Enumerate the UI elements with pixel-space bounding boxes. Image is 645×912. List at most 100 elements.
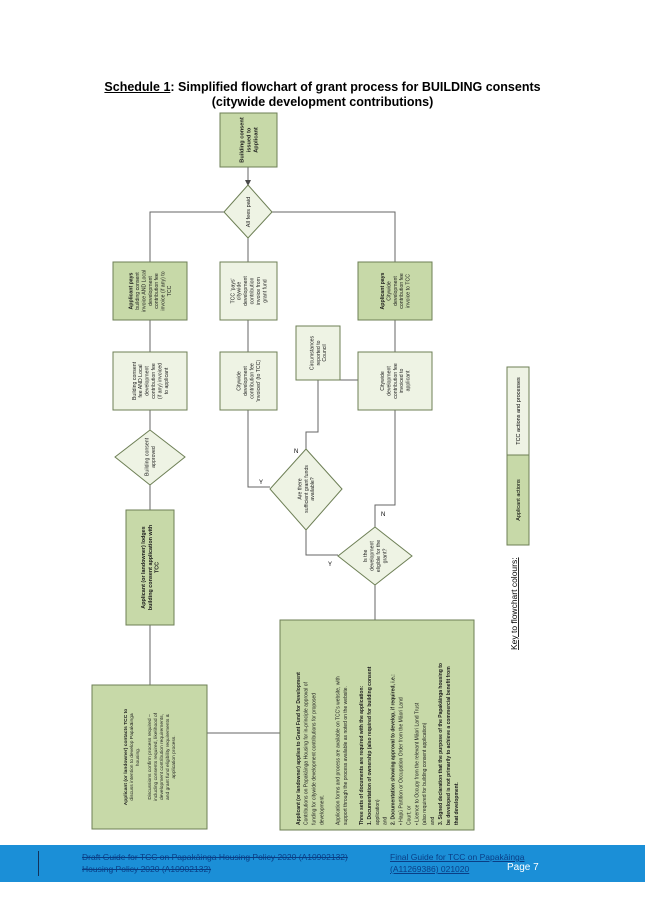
- colour-key: Key to flowchart colours: Applicant acti…: [506, 366, 530, 650]
- node-text-line: development: [243, 276, 249, 306]
- node-text-line: Court; or: [406, 805, 412, 825]
- node-text-line: TCC 'pays': [230, 278, 236, 303]
- node-text-line: applicant: [406, 370, 412, 391]
- node-text-line: to applicant: [164, 367, 170, 394]
- node-text-line: (if any) invoiced: [157, 363, 163, 399]
- node-text-line: Building consent: [240, 117, 246, 163]
- node-text-line: Applicant pays: [129, 272, 135, 309]
- node-text-line: contribution fee: [154, 273, 160, 309]
- node-text-line: fee AND Local: [138, 364, 144, 397]
- node-text-line: development.: [319, 795, 325, 825]
- footer-draft-title: Draft Guide for TCC on Papakāinga Housin…: [82, 852, 348, 862]
- page-number: Page 7: [507, 862, 539, 873]
- key-applicant-label: Applicant actions: [516, 479, 522, 521]
- node-text-line: invoice to TCC: [406, 274, 412, 308]
- node-text-line: development: [148, 276, 154, 306]
- node-text-line: discuss intention to develop Papakāinga: [129, 713, 135, 801]
- node-text-line: including consents required, likelihood …: [153, 712, 159, 801]
- connector-lines: [149, 167, 396, 734]
- node-text-line: Council: [322, 344, 328, 361]
- node-text-line: Citywide: [237, 371, 243, 391]
- decision-all-fees-paid: All fees paid: [223, 184, 273, 239]
- node-text-line: contribution fee: [250, 363, 256, 399]
- node-applicant-applies: Applicant (or landowner) applies to Gran…: [279, 619, 475, 831]
- node-text-line: Citywide: [380, 371, 386, 391]
- node-text-line: application process.: [171, 735, 177, 778]
- label-n-funds: N: [294, 449, 298, 455]
- node-text-line: Applicant pays: [380, 272, 386, 309]
- node-text-line: Building consent: [145, 437, 151, 476]
- node-text-line: available?: [310, 477, 316, 500]
- node-text-line: All fees paid: [246, 197, 252, 227]
- node-text-line: Applicant (or landowner) contacts TCC to: [123, 709, 129, 805]
- node-text-line: support through the process available as…: [343, 686, 349, 825]
- node-text-line: application): [375, 799, 381, 825]
- node-text-line: be developed is not primarily to achieve…: [446, 666, 452, 825]
- node-text-line: 2. Documentation showing approval to dev…: [391, 674, 397, 825]
- node-text-line: and: [383, 816, 389, 825]
- node-text-line: contribution fee: [399, 273, 405, 309]
- node-text-line: and grant fund eligibility requirements …: [165, 713, 171, 800]
- node-text-line: invoice (if any) to: [161, 271, 167, 310]
- label-n-eligible: N: [381, 512, 385, 518]
- node-text-line: Are there: [297, 478, 303, 499]
- key-title: Key to flowchart colours:: [509, 557, 519, 650]
- node-text-line: (also required for building consent appl…: [422, 722, 428, 825]
- key-tcc-label: TCC actions and processes: [516, 377, 522, 445]
- node-text-line: Application forms and process are availa…: [335, 676, 341, 825]
- label-y-funds: Y: [259, 480, 263, 486]
- node-text-line: Circumstances: [309, 335, 315, 370]
- node-applicant-contacts: Applicant (or landowner) contacts TCC to…: [91, 684, 208, 830]
- node-text-line: sufficient grant funds: [304, 465, 310, 513]
- node-text-line: building consent: [135, 272, 141, 310]
- node-text-line: citywide: [237, 282, 243, 301]
- node-text-line: eligible for the: [376, 540, 382, 572]
- node-text-line: development: [370, 541, 376, 571]
- node-text-line: grant fund: [262, 279, 268, 302]
- footer-final-title: Final Guide for TCC on Papakāinga: [390, 852, 525, 862]
- node-text-line: 1. Documentation of ownership (also requ…: [367, 666, 373, 825]
- node-text-line: development: [145, 366, 151, 396]
- node-text-line: • Hapū Partition or Occupation Order fro…: [398, 697, 404, 825]
- node-text-line: approved: [151, 446, 157, 468]
- node-text-line: contribution fee: [393, 363, 399, 399]
- node-text-line: • Licence to Occupy from the relevant Mā…: [414, 702, 420, 825]
- node-text-line: Citywide: [386, 281, 392, 301]
- node-text-line: Building consent: [132, 361, 138, 400]
- key-swatch-tcc: [506, 366, 530, 456]
- page-title: Schedule 1: Simplified flowchart of gran…: [0, 80, 645, 110]
- node-text-line: invoiced to: [399, 368, 405, 393]
- node-text-line: TCC: [167, 285, 173, 296]
- footer-final-ref: (A11269386) 021020: [390, 864, 470, 874]
- node-text-line: Three sets of documents are required wit…: [359, 685, 365, 825]
- label-y-eligible: Y: [328, 562, 332, 568]
- node-text-line: Applicant (or landowner) applies to Gran…: [296, 672, 302, 825]
- node-text-line: TCC: [155, 562, 161, 573]
- node-text-line: Applicant (or landowner) lodges: [141, 526, 147, 608]
- node-text-line: development: [393, 276, 399, 306]
- node-text-line: housing.: [135, 748, 141, 767]
- node-text-line: invoice from: [256, 277, 262, 305]
- node-text-line: funding for citywide development contrib…: [312, 693, 318, 825]
- node-text-line: Discussions confirm process required –: [147, 714, 153, 800]
- footer-draft-title-cont: Housing Policy 2020 (A10902132): [82, 864, 212, 874]
- node-text-line: reported to: [316, 340, 322, 365]
- node-text-line: grant?: [382, 549, 388, 564]
- node-text-line: Applicant: [253, 127, 259, 153]
- node-text-line: building consent application with: [148, 525, 154, 610]
- node-text-line: development: [386, 366, 392, 396]
- schedule-label: Schedule 1: [104, 80, 171, 94]
- node-text-line: 'invoiced' (to TCC): [256, 360, 262, 403]
